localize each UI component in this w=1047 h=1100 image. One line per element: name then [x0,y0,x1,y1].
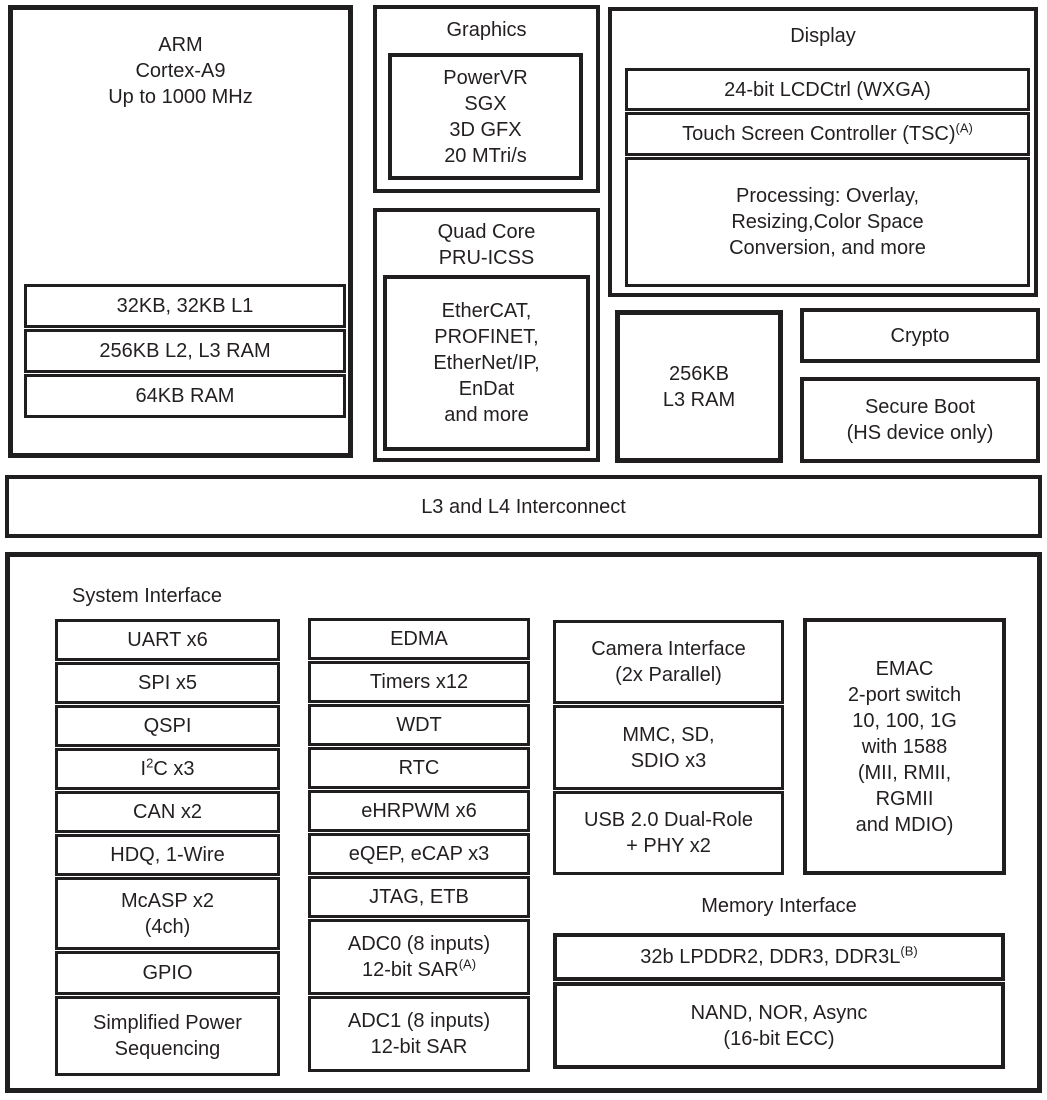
eqep-ecap-label: eQEP, eCAP x3 [348,843,490,865]
adc0-line2: 12-bit SAR(A) [362,957,476,983]
crypto-block: Crypto [800,308,1040,363]
nand-nor-box: NAND, NOR, Async (16-bit ECC) [553,982,1005,1069]
nand-nor-label: NAND, NOR, Async (16-bit ECC) [690,1001,868,1050]
i2c-box: I2C x3 [55,748,280,790]
ehrpwm-box: eHRPWM x6 [308,790,530,832]
rtc-box: RTC [308,747,530,789]
rtc-label: RTC [398,757,440,779]
wdt-label: WDT [396,714,442,736]
ehrpwm-label: eHRPWM x6 [361,800,477,822]
peripherals-container: System Interface UART x6 SPI x5 QSPI I2C… [5,552,1042,1093]
crypto-label: Crypto [890,324,950,347]
spi-label: SPI x5 [138,672,197,694]
powervr-label: PowerVR SGX 3D GFX 20 MTri/s [443,66,528,167]
l3-ram-block: 256KB L3 RAM [615,310,783,463]
memory-interface-rows: 32b LPDDR2, DDR3, DDR3L(B) NAND, NOR, As… [553,933,1005,1069]
timers-box: Timers x12 [308,661,530,703]
touch-screen-controller-box: Touch Screen Controller (TSC)(A) [625,112,1030,156]
usb-box: USB 2.0 Dual-Role + PHY x2 [553,791,784,875]
spi-box: SPI x5 [55,662,280,704]
qspi-box: QSPI [55,705,280,747]
arm-block: ARM Cortex-A9 Up to 1000 MHz 32KB, 32KB … [8,5,353,458]
system-interface-title: System Interface [72,585,223,607]
adc0-sar-text: 12-bit SAR [361,959,459,981]
camera-interface-label: Camera Interface (2x Parallel) [591,638,746,686]
graphics-title: Graphics [446,19,527,41]
i2c-sup: 2 [146,755,154,771]
adc1-label: ADC1 (8 inputs) 12-bit SAR [347,1010,491,1058]
system-interface-col1: UART x6 SPI x5 QSPI I2C x3 CAN x2 HDQ, 1… [55,619,280,1076]
edma-box: EDMA [308,618,530,660]
industrial-protocols-label: EtherCAT, PROFINET, EtherNet/IP, EnDat a… [433,300,540,426]
pru-icss-block: Quad Core PRU-ICSS EtherCAT, PROFINET, E… [373,208,600,462]
memory-interface-title: Memory Interface [701,895,857,917]
can-label: CAN x2 [133,801,202,823]
gpio-label: GPIO [142,962,193,984]
industrial-protocols-box: EtherCAT, PROFINET, EtherNet/IP, EnDat a… [383,275,590,451]
display-processing-box: Processing: Overlay, Resizing,Color Spac… [625,157,1030,287]
i2c-label: I2C x3 [141,756,195,782]
adc0-footnote-sup: (A) [458,956,477,972]
secure-boot-block: Secure Boot (HS device only) [800,377,1040,463]
ddr-box: 32b LPDDR2, DDR3, DDR3L(B) [553,933,1005,981]
jtag-etb-label: JTAG, ETB [369,886,469,908]
arm-l1-cache-label: 32KB, 32KB L1 [116,295,254,317]
gpio-box: GPIO [55,951,280,995]
graphics-block: Graphics PowerVR SGX 3D GFX 20 MTri/s [373,5,600,193]
arm-l1-cache-box: 32KB, 32KB L1 [24,284,346,328]
hdq-box: HDQ, 1-Wire [55,834,280,876]
edma-label: EDMA [390,628,448,650]
wdt-box: WDT [308,704,530,746]
arm-memory-rows: 32KB, 32KB L1 256KB L2, L3 RAM 64KB RAM [24,284,346,418]
eqep-ecap-box: eQEP, eCAP x3 [308,833,530,875]
arm-l2-cache-label: 256KB L2, L3 RAM [99,340,271,362]
ddr-label: 32b LPDDR2, DDR3, DDR3L(B) [640,944,917,970]
arm-l2-cache-box: 256KB L2, L3 RAM [24,329,346,373]
display-processing-label: Processing: Overlay, Resizing,Color Spac… [729,185,926,259]
display-title: Display [790,25,856,47]
hdq-label: HDQ, 1-Wire [110,844,225,866]
lcd-controller-box: 24-bit LCDCtrl (WXGA) [625,68,1030,111]
mcasp-label: McASP x2 (4ch) [121,889,214,938]
tsc-text: Touch Screen Controller (TSC) [682,123,956,145]
emac-label: EMAC 2-port switch 10, 100, 1G with 1588… [847,657,962,836]
ddr-footnote-sup: (B) [900,943,918,959]
powervr-box: PowerVR SGX 3D GFX 20 MTri/s [388,53,583,180]
interconnect-label: L3 and L4 Interconnect [421,495,626,518]
uart-label: UART x6 [127,629,208,651]
interconnect-bar: L3 and L4 Interconnect [5,475,1042,538]
uart-box: UART x6 [55,619,280,661]
adc1-box: ADC1 (8 inputs) 12-bit SAR [308,996,530,1072]
power-sequencing-label: Simplified Power Sequencing [93,1012,242,1060]
display-rows: 24-bit LCDCtrl (WXGA) Touch Screen Contr… [625,68,1030,287]
mcasp-box: McASP x2 (4ch) [55,877,280,950]
pru-icss-title: Quad Core PRU-ICSS [437,221,536,269]
tsc-footnote-sup: (A) [955,120,973,136]
i2c-pre: I [140,758,147,780]
arm-ram-box: 64KB RAM [24,374,346,418]
arm-title: ARM Cortex-A9 Up to 1000 MHz [108,34,253,108]
ddr-text: 32b LPDDR2, DDR3, DDR3L [640,946,901,968]
emac-block: EMAC 2-port switch 10, 100, 1G with 1588… [803,618,1006,875]
qspi-label: QSPI [143,715,192,737]
touch-screen-controller-label: Touch Screen Controller (TSC)(A) [682,121,973,147]
system-interface-col2: EDMA Timers x12 WDT RTC eHRPWM x6 eQEP, … [308,618,530,1072]
camera-interface-box: Camera Interface (2x Parallel) [553,620,784,704]
usb-label: USB 2.0 Dual-Role + PHY x2 [584,809,753,857]
display-block: Display 24-bit LCDCtrl (WXGA) Touch Scre… [608,7,1038,297]
i2c-post: C x3 [153,758,195,780]
can-box: CAN x2 [55,791,280,833]
lcd-controller-label: 24-bit LCDCtrl (WXGA) [724,78,931,101]
timers-label: Timers x12 [369,671,469,693]
secure-boot-label: Secure Boot (HS device only) [846,396,994,444]
l3-ram-label: 256KB L3 RAM [662,362,736,411]
arm-ram-label: 64KB RAM [135,385,235,407]
system-interface-col3: Camera Interface (2x Parallel) MMC, SD, … [553,620,784,875]
adc0-box: ADC0 (8 inputs) 12-bit SAR(A) [308,919,530,995]
mmc-sd-label: MMC, SD, SDIO x3 [622,723,715,772]
adc0-line1: ADC0 (8 inputs) [347,933,491,955]
power-sequencing-box: Simplified Power Sequencing [55,996,280,1076]
jtag-etb-box: JTAG, ETB [308,876,530,918]
mmc-sd-box: MMC, SD, SDIO x3 [553,705,784,790]
